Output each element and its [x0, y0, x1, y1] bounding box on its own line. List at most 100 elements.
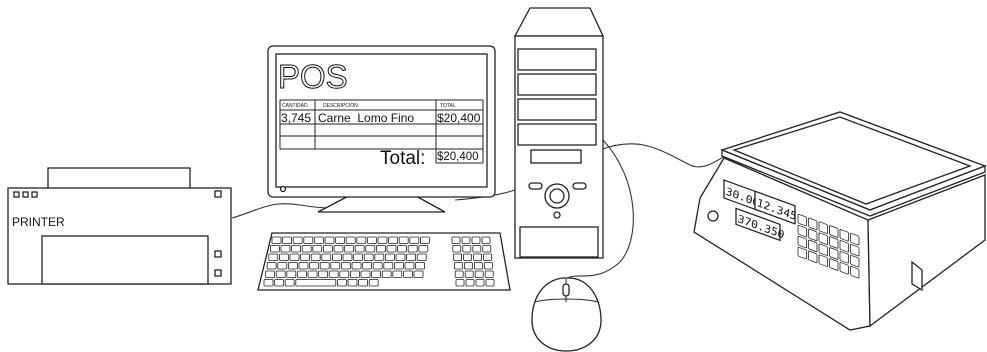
- printer-led-2: [23, 192, 28, 197]
- cpu-tower: [515, 8, 603, 258]
- keyboard-key: [405, 263, 414, 270]
- keyboard-key: [269, 254, 278, 261]
- keyboard-key: [264, 280, 273, 287]
- keyboard-key: [336, 237, 345, 244]
- keyboard-key: [293, 237, 302, 244]
- printer-led-1: [14, 192, 19, 197]
- keyboard-key: [320, 263, 329, 270]
- keyboard-key: [464, 263, 472, 270]
- keyboard-key: [311, 254, 320, 261]
- printer-button-top: [215, 191, 221, 197]
- keyboard-key: [363, 263, 372, 270]
- keyboard-key: [389, 237, 398, 244]
- keyboard-key: [366, 246, 375, 253]
- row-desc: Carne_Lomo Fino: [318, 111, 414, 125]
- keyboard-key: [313, 246, 322, 253]
- keyboard-key: [396, 254, 405, 261]
- keyboard-key: [319, 271, 328, 278]
- keyboard-key: [270, 246, 279, 253]
- printer: PRINTER: [8, 168, 231, 284]
- keyboard-key: [382, 271, 391, 278]
- keyboard-key: [276, 271, 285, 278]
- keyboard-key: [466, 280, 474, 287]
- keyboard-key: [278, 263, 287, 270]
- monitor: POS CANTIDAD DESCRIPCION TOTAL 3,745 Car…: [268, 46, 495, 212]
- keyboard-key: [369, 280, 378, 287]
- keyboard-key: [463, 246, 471, 253]
- total-label: Total:: [380, 148, 425, 169]
- keyboard-key: [325, 237, 334, 244]
- keyboard-key: [304, 237, 313, 244]
- keyboard-key: [361, 271, 370, 278]
- printer-label: PRINTER: [12, 215, 65, 229]
- scale: 30.000 12.345 370.350: [694, 112, 985, 330]
- keyboard-key: [288, 263, 297, 270]
- drive-bay-1: [518, 49, 596, 70]
- keyboard-key: [476, 280, 484, 287]
- keyboard-key: [472, 237, 480, 244]
- keyboard-key: [367, 237, 376, 244]
- keyboard-key: [299, 263, 308, 270]
- keyboard-key: [410, 237, 419, 244]
- keyboard-key: [292, 246, 301, 253]
- total-value: $20,400: [437, 151, 479, 163]
- keyboard-key: [266, 271, 275, 278]
- keyboard-key: [417, 254, 426, 261]
- col-header-desc: DESCRIPCION: [323, 103, 358, 109]
- mouse: [532, 278, 601, 351]
- tower-bottom-panel: [520, 227, 598, 257]
- row-total: $20,400: [437, 111, 481, 125]
- keyboard-key: [329, 271, 338, 278]
- keyboard-key: [375, 254, 384, 261]
- scroll-wheel-icon: [563, 284, 569, 296]
- col-header-total: TOTAL: [440, 103, 456, 109]
- keyboard-key: [283, 237, 292, 244]
- keyboard-key: [419, 246, 428, 253]
- keyboard-key: [272, 237, 281, 244]
- keyboard-key: [285, 280, 294, 287]
- keyboard-key: [357, 237, 366, 244]
- drive-bay-4: [518, 124, 596, 145]
- printer-output-slot: [42, 236, 208, 284]
- keyboard-key: [399, 237, 408, 244]
- keyboard-key: [482, 237, 490, 244]
- keyboard-key: [474, 254, 482, 261]
- keyboard-key: [341, 263, 350, 270]
- keyboard-key: [346, 237, 355, 244]
- keyboard-key: [456, 280, 464, 287]
- keyboard-key: [322, 254, 331, 261]
- keyboard-key: [343, 254, 352, 261]
- keyboard-key: [384, 263, 393, 270]
- disk-slot: [531, 150, 581, 163]
- reset-button-icon: [554, 212, 560, 218]
- keyboard-key: [407, 254, 416, 261]
- keyboard-key: [462, 237, 470, 244]
- monitor-power-icon: [281, 187, 286, 192]
- keyboard-key: [454, 254, 462, 261]
- keyboard-key: [332, 254, 341, 261]
- keyboard-key: [373, 263, 382, 270]
- tower-led-right: [573, 183, 586, 189]
- keyboard-key: [473, 246, 481, 253]
- keyboard-key: [323, 246, 332, 253]
- keyboard-key: [331, 263, 340, 270]
- col-header-qty: CANTIDAD: [282, 103, 308, 109]
- keyboard-key: [302, 246, 311, 253]
- keyboard-key: [483, 246, 491, 253]
- keyboard-key: [387, 246, 396, 253]
- keyboard-key: [393, 271, 402, 278]
- keyboard-key: [359, 280, 368, 287]
- keyboard-key: [398, 246, 407, 253]
- keyboard-key: [403, 271, 412, 278]
- keyboard-key: [420, 237, 429, 244]
- keyboard-key: [337, 280, 346, 287]
- keyboard: [258, 233, 510, 290]
- keyboard-key: [465, 271, 473, 278]
- keyboard-key: [414, 271, 423, 278]
- keyboard-key: [453, 246, 461, 253]
- keyboard-key: [352, 263, 361, 270]
- keyboard-key: [310, 263, 319, 270]
- keyboard-key: [385, 254, 394, 261]
- keyboard-key: [297, 271, 306, 278]
